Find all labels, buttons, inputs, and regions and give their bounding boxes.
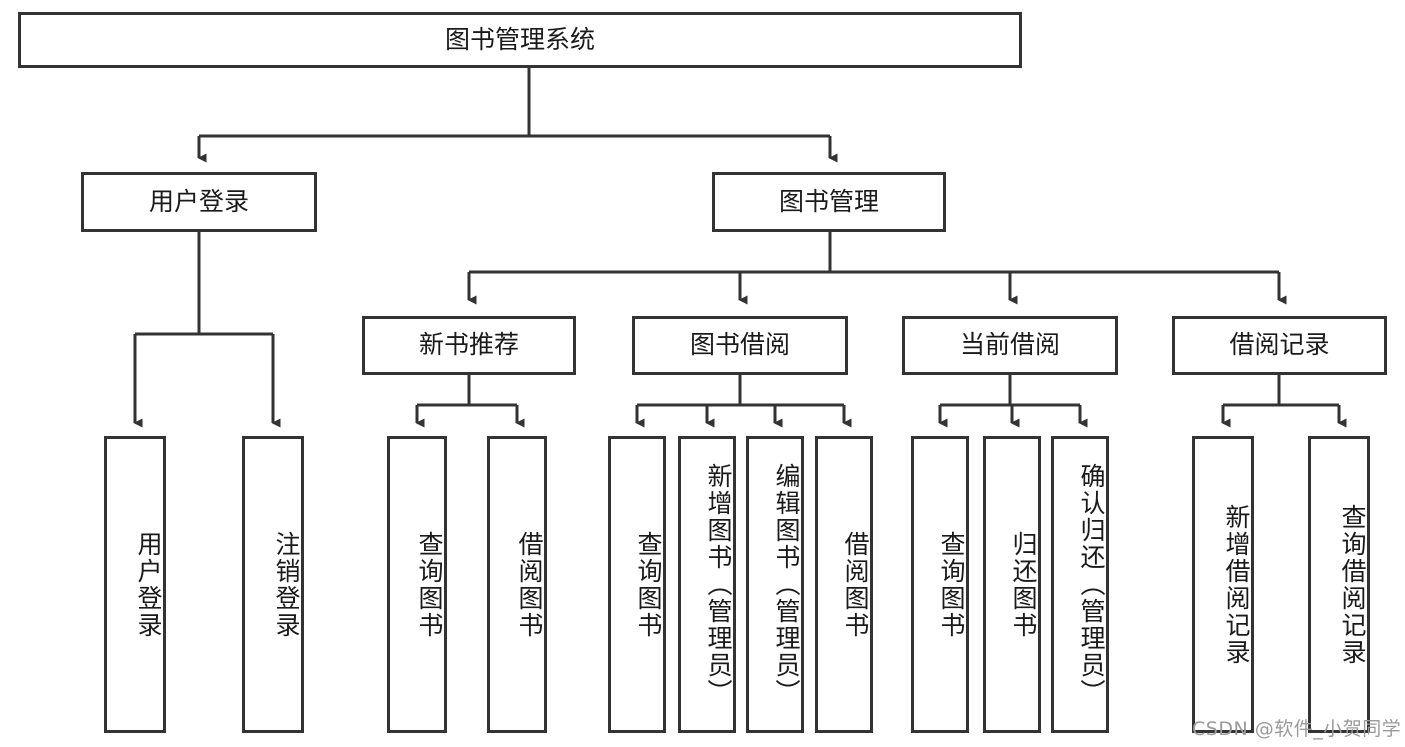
node-leaf-cb-return-book-label: 归还图书 (1009, 530, 1038, 639)
node-leaf-user-logout-label: 注销登录 (272, 530, 301, 639)
node-leaf-bb-borrow-book[interactable]: 借阅图书 (815, 436, 873, 733)
node-book-borrow-label: 图书借阅 (689, 330, 790, 360)
node-book-manage-label: 图书管理 (778, 186, 879, 216)
node-leaf-cb-confirm-return-label: 确认归还（管理员） (1077, 463, 1106, 706)
node-book-manage[interactable]: 图书管理 (712, 172, 946, 232)
node-leaf-user-login-label: 用户登录 (134, 530, 163, 639)
csdn-watermark: CSDN @软件_小贺同学 (1192, 718, 1402, 740)
node-leaf-bb-edit-book-label: 编辑图书（管理员） (772, 463, 801, 706)
node-book-borrow[interactable]: 图书借阅 (632, 316, 848, 375)
node-leaf-br-add-record-label: 新增借阅记录 (1222, 503, 1251, 666)
node-current-borrow-label: 当前借阅 (959, 330, 1060, 360)
node-root-label: 图书管理系统 (444, 24, 595, 54)
node-leaf-bb-query-book-label: 查询图书 (634, 530, 663, 639)
node-leaf-bb-borrow-book-label: 借阅图书 (841, 530, 870, 639)
node-leaf-bb-query-book[interactable]: 查询图书 (608, 436, 666, 733)
node-leaf-user-login[interactable]: 用户登录 (104, 436, 166, 733)
node-new-book-rec[interactable]: 新书推荐 (362, 316, 576, 375)
node-borrow-record[interactable]: 借阅记录 (1172, 316, 1387, 375)
node-leaf-cb-confirm-return[interactable]: 确认归还（管理员） (1051, 436, 1109, 733)
node-current-borrow[interactable]: 当前借阅 (902, 316, 1118, 375)
node-leaf-bb-add-book-label: 新增图书（管理员） (704, 463, 733, 706)
node-leaf-rec-query-book-label: 查询图书 (415, 530, 444, 639)
node-leaf-user-logout[interactable]: 注销登录 (242, 436, 304, 733)
node-user-login-label: 用户登录 (148, 186, 249, 216)
node-leaf-rec-borrow-book[interactable]: 借阅图书 (487, 436, 547, 733)
node-root[interactable]: 图书管理系统 (18, 12, 1022, 68)
node-leaf-bb-add-book[interactable]: 新增图书（管理员） (678, 436, 736, 733)
node-leaf-cb-query-book-label: 查询图书 (937, 530, 966, 639)
node-leaf-cb-return-book[interactable]: 归还图书 (983, 436, 1041, 733)
node-leaf-rec-query-book[interactable]: 查询图书 (387, 436, 447, 733)
node-borrow-record-label: 借阅记录 (1229, 330, 1330, 360)
node-leaf-bb-edit-book[interactable]: 编辑图书（管理员） (746, 436, 804, 733)
node-leaf-br-query-record-label: 查询借阅记录 (1338, 503, 1367, 666)
node-leaf-br-query-record[interactable]: 查询借阅记录 (1308, 436, 1370, 733)
node-leaf-rec-borrow-book-label: 借阅图书 (515, 530, 544, 639)
node-user-login[interactable]: 用户登录 (81, 172, 317, 232)
node-leaf-cb-query-book[interactable]: 查询图书 (911, 436, 969, 733)
node-leaf-br-add-record[interactable]: 新增借阅记录 (1192, 436, 1254, 733)
node-new-book-rec-label: 新书推荐 (418, 330, 519, 360)
